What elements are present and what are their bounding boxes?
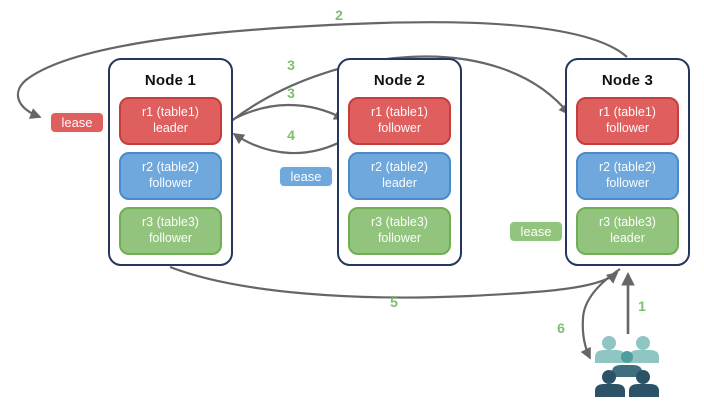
replica-role: follower [148,176,193,190]
replica-role: follower [377,121,422,135]
replica-role: leader [382,176,417,190]
arrow-4 [232,133,347,155]
node-2-box: Node 2 r1 (table1) follower r2 (table2) … [337,58,462,266]
replica-name: r2 (table2) [142,160,199,175]
replica-name: r3 (table3) [142,215,199,230]
node-2-title: Node 2 [373,72,426,89]
lease-badge-blue: lease [278,165,334,188]
node-1-box: Node 1 r1 (table1) leader r2 (table2) fo… [108,58,233,266]
users-icon [595,336,659,397]
node3-replica-r1-follower: r1 (table1) follower [576,97,679,145]
replica-role: follower [605,176,650,190]
node1-replica-r1-leader: r1 (table1) leader [119,97,222,145]
arrow-3-to-node3 [229,55,571,123]
step-label-5: 5 [390,294,398,310]
arrow-5 [169,265,619,299]
node-3-box: Node 3 r1 (table1) follower r2 (table2) … [565,58,690,266]
step-label-6: 6 [557,320,565,336]
node1-replica-r2-follower: r2 (table2) follower [119,152,222,200]
step-label-3-lower: 3 [287,85,295,101]
replica-name: r2 (table2) [371,160,428,175]
replica-name: r2 (table2) [599,160,656,175]
node2-replica-r3-follower: r3 (table3) follower [348,207,451,255]
lease-badge-red: lease [49,111,105,134]
replica-role: leader [610,231,645,245]
step-label-2: 2 [335,7,343,23]
node-1-title: Node 1 [144,72,197,89]
replica-name: r3 (table3) [599,215,656,230]
arrow-2 [16,21,628,119]
step-label-3-upper: 3 [287,57,295,73]
step-label-4: 4 [287,127,295,143]
replica-name: r3 (table3) [371,215,428,230]
node2-replica-r1-follower: r1 (table1) follower [348,97,451,145]
replica-role: leader [153,121,188,135]
replica-role: follower [377,231,422,245]
node2-replica-r2-leader: r2 (table2) leader [348,152,451,200]
arrow-3-to-node2 [229,103,346,122]
lease-badge-green: lease [508,220,564,243]
replica-role: follower [605,121,650,135]
replica-name: r1 (table1) [371,105,428,120]
replica-name: r1 (table1) [142,105,199,120]
step-label-1: 1 [638,298,646,314]
replica-role: follower [148,231,193,245]
node-3-title: Node 3 [601,72,654,89]
replica-name: r1 (table1) [599,105,656,120]
node3-replica-r2-follower: r2 (table2) follower [576,152,679,200]
node3-replica-r3-leader: r3 (table3) leader [576,207,679,255]
node1-replica-r3-follower: r3 (table3) follower [119,207,222,255]
arrow-6 [580,268,621,360]
